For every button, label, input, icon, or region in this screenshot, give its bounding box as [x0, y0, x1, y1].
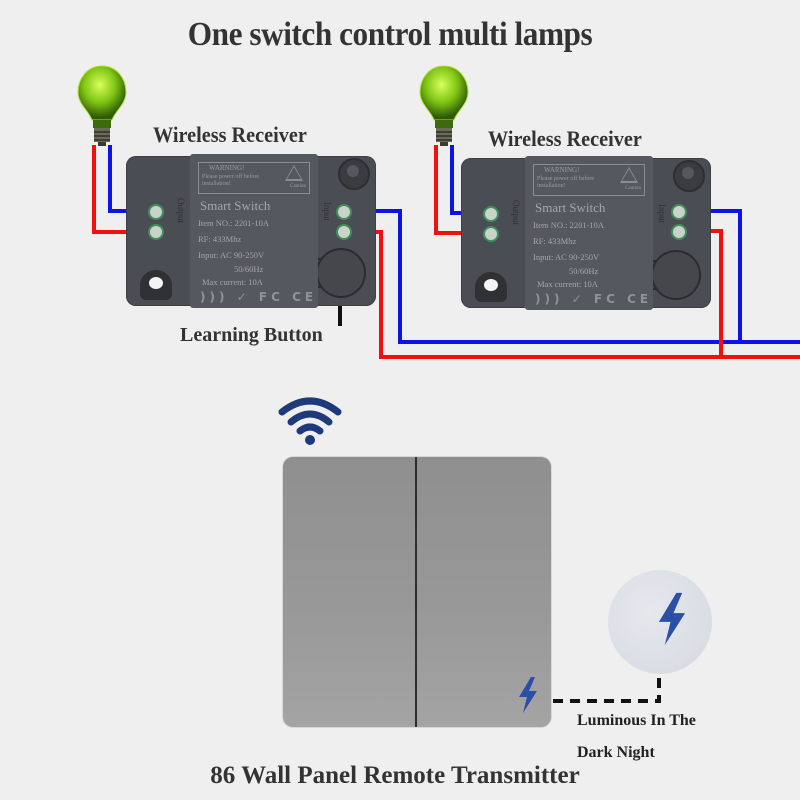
receiver-2-label: Wireless Receiver: [488, 126, 642, 151]
lightning-bolt-icon: [519, 677, 537, 713]
wall-panel-transmitter: [283, 457, 551, 727]
input-terminal-n: [336, 204, 352, 220]
luminous-caption-line1: Luminous In The: [577, 712, 696, 729]
diagram-title: One switch control multi lamps: [187, 16, 593, 53]
wifi-icon: ))): [200, 290, 229, 304]
warning-box: WARNING! Please power off before install…: [533, 164, 645, 196]
rohs-icon: ✓: [236, 290, 251, 304]
ce-icon: CE: [292, 290, 318, 304]
transmitter-caption: 86 Wall Panel Remote Transmitter: [210, 762, 580, 789]
warning-triangle-icon: [620, 167, 638, 183]
lightning-bolt-icon: [658, 592, 686, 646]
input-terminal-n: [671, 204, 687, 220]
warning-triangle-icon: [285, 165, 303, 181]
receiver-faceplate: WARNING! Please power off before install…: [525, 156, 653, 310]
max-current-spec: Max current: 10A: [202, 277, 263, 287]
output-label: Output: [176, 198, 186, 224]
rohs-icon: ✓: [571, 292, 586, 306]
output-terminal-l: [148, 224, 164, 240]
certification-icons: ))) ✓ FC CE: [535, 292, 652, 306]
luminous-connector: [553, 674, 661, 703]
antenna-knob: [338, 158, 370, 190]
antenna-knob: [673, 160, 705, 192]
learning-button[interactable]: [651, 250, 701, 300]
wireless-receiver-1: Output Input WARNING! Please power off b…: [126, 154, 376, 308]
output-terminal-n: [483, 206, 499, 222]
wifi-icon: [278, 397, 342, 445]
brand-text: Smart Switch: [535, 200, 606, 215]
luminous-caption-line2: Dark Night: [577, 744, 655, 761]
input-label: Input: [657, 204, 667, 223]
frequency-spec: 50/60Hz: [234, 264, 264, 274]
max-current-spec: Max current: 10A: [537, 279, 598, 289]
wifi-icon: ))): [535, 292, 564, 306]
rf-spec: RF: 433Mhz: [533, 236, 577, 246]
input-spec: Input: AC 90-250V: [533, 252, 600, 262]
frequency-spec: 50/60Hz: [569, 266, 599, 276]
mounting-hole: [475, 272, 507, 302]
input-terminal-l: [671, 224, 687, 240]
ce-icon: CE: [627, 292, 653, 306]
wireless-receiver-2: Output Input WARNING! Please power off b…: [461, 156, 711, 310]
input-label: Input: [322, 202, 332, 221]
receiver-faceplate: WARNING! Please power off before install…: [190, 154, 318, 308]
receiver-1-label: Wireless Receiver: [153, 122, 307, 147]
input-spec: Input: AC 90-250V: [198, 250, 265, 260]
lightbulb-icon: [77, 65, 127, 146]
output-terminal-n: [148, 204, 164, 220]
luminous-indicator-zoom: [608, 570, 712, 674]
rf-spec: RF: 433Mhz: [198, 234, 242, 244]
output-label: Output: [511, 200, 521, 226]
lightbulb-icon: [419, 65, 469, 146]
mounting-hole: [140, 270, 172, 300]
warning-box: WARNING! Please power off before install…: [198, 162, 310, 194]
input-terminal-l: [336, 224, 352, 240]
fc-icon: FC: [593, 292, 619, 306]
brand-text: Smart Switch: [200, 198, 271, 213]
output-terminal-l: [483, 226, 499, 242]
certification-icons: ))) ✓ FC CE: [200, 290, 317, 304]
fc-icon: FC: [258, 290, 284, 304]
item-number: Item NO.: 2201-10A: [198, 218, 270, 228]
learning-button-label: Learning Button: [180, 324, 323, 346]
panel-key-left[interactable]: [283, 457, 415, 727]
item-number: Item NO.: 2201-10A: [533, 220, 605, 230]
